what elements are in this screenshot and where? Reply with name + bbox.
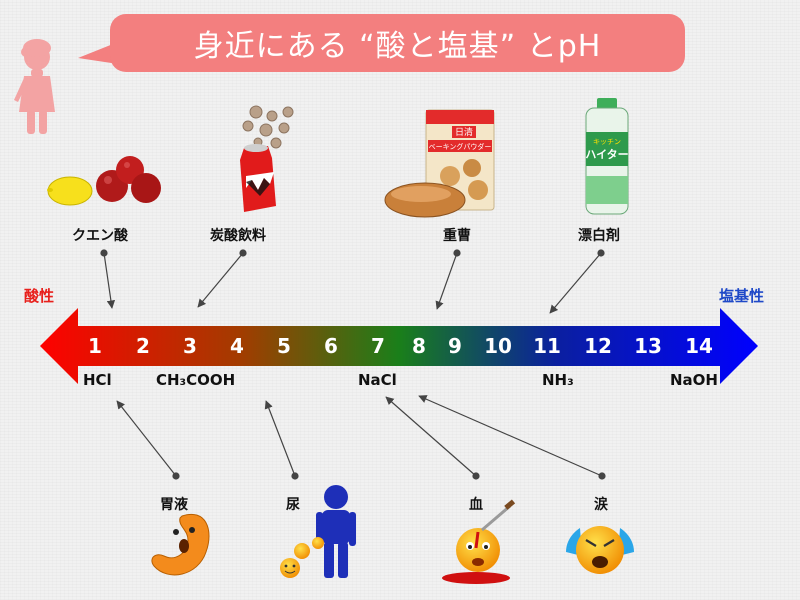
label-stomach: 胃液	[160, 497, 188, 513]
pointer-arrow-soda	[197, 252, 244, 308]
label-bleach: 漂白剤	[578, 228, 620, 244]
chem-acetic: CH₃COOH	[156, 371, 236, 389]
bleeding-face-icon	[442, 499, 516, 584]
pointer-arrow-urine	[264, 400, 296, 477]
ph-number-10: 10	[484, 334, 512, 358]
pointer-arrow-stomach	[116, 400, 177, 477]
pointer-arrow-blood	[385, 396, 477, 477]
ph-number-8: 8	[412, 334, 426, 358]
ph-number-3: 3	[183, 334, 197, 358]
ph-number-4: 4	[230, 334, 244, 358]
label-citric: クエン酸	[72, 228, 128, 244]
ph-number-1: 1	[88, 334, 102, 358]
ph-number-7: 7	[371, 334, 385, 358]
ph-number-9: 9	[448, 334, 462, 358]
ph-gradient-arrow	[40, 308, 758, 384]
page-title: 身近にある “酸と塩基” とpH	[110, 14, 685, 72]
chem-hcl: HCl	[83, 371, 112, 389]
smiley-face-icons	[280, 537, 324, 578]
bleach-name: ハイター	[585, 148, 628, 161]
ph-number-14: 14	[685, 334, 713, 358]
ph-number-6: 6	[324, 334, 338, 358]
ph-number-11: 11	[533, 334, 561, 358]
bread-icon	[384, 182, 466, 218]
soda-can-icon	[240, 105, 294, 212]
speech-bubble-tail	[78, 42, 118, 64]
label-soda: 炭酸飲料	[210, 228, 266, 244]
stomach-icon	[151, 513, 210, 576]
pointer-arrow-baking	[435, 252, 458, 310]
acid-label: 酸性	[24, 287, 55, 305]
crying-face-icon	[566, 526, 634, 574]
pointer-arrow-citric	[103, 252, 116, 309]
pointer-arrow-bleach	[549, 252, 602, 314]
chem-nh3: NH₃	[542, 371, 574, 389]
label-blood: 血	[469, 497, 483, 513]
base-label: 塩基性	[719, 287, 765, 305]
ph-number-5: 5	[277, 334, 291, 358]
umeboshi-icon	[96, 156, 161, 203]
label-tears: 涙	[594, 497, 608, 513]
person-icon	[316, 485, 356, 578]
label-baking: 重曹	[443, 228, 471, 244]
baking-pkg-name: ベーキングパウダー	[429, 142, 492, 151]
chem-naoh: NaOH	[670, 371, 718, 389]
lemon-icon	[47, 176, 93, 206]
bleach-bottle-icon	[585, 98, 629, 215]
baking-pkg-brand: 日清	[455, 126, 473, 138]
ph-number-13: 13	[634, 334, 662, 358]
pointer-arrow-tears	[418, 395, 603, 477]
ph-number-2: 2	[136, 334, 150, 358]
ph-number-12: 12	[584, 334, 612, 358]
chem-nacl: NaCl	[358, 371, 397, 389]
label-urine: 尿	[286, 497, 300, 513]
bleach-brand: キッチン	[593, 138, 621, 146]
